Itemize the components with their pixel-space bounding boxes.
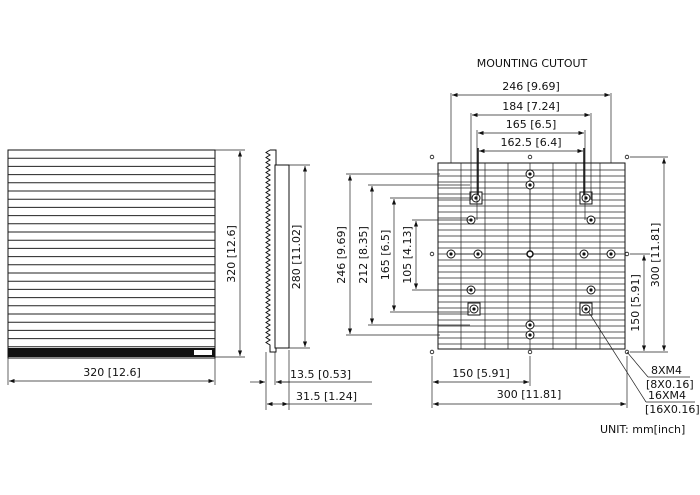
side-flange	[274, 164, 290, 349]
cutout-grille	[437, 162, 626, 350]
front-frame	[7, 149, 216, 359]
screw-hole-center	[528, 333, 532, 337]
screw-hole-center	[449, 252, 453, 256]
front-width-label: 320 [12.6]	[83, 366, 141, 379]
reference-dot	[527, 154, 533, 160]
front-height-label: 320 [12.6]	[225, 225, 238, 283]
right-dim-label-0: 300 [11.81]	[649, 223, 662, 288]
screw-hole-center	[528, 323, 532, 327]
reference-dot	[527, 349, 533, 355]
top-dim-label-3: 162.5 [6.4]	[500, 136, 561, 149]
screw-hole-center	[589, 218, 593, 222]
callout-8xm4-line1: 8XM4	[651, 364, 682, 377]
bottom-dim-label-1: 300 [11.81]	[497, 388, 562, 401]
side-louver-profile	[265, 149, 277, 353]
centre-hole-icon	[526, 250, 534, 258]
top-dim-label-0: 246 [9.69]	[502, 80, 560, 93]
screw-hole-center	[528, 172, 532, 176]
right-dim-label-1: 150 [5.91]	[629, 274, 642, 332]
screw-hole-center	[476, 252, 480, 256]
side-height-label: 280 [11.02]	[290, 225, 303, 290]
callout-8xm4-line2: [8X0.16]	[646, 378, 694, 391]
screw-hole-center	[589, 288, 593, 292]
screw-hole-center	[528, 183, 532, 187]
depth-a-label: 13.5 [0.53]	[290, 368, 351, 381]
reference-dot	[624, 154, 630, 160]
reference-dot	[429, 251, 435, 257]
top-dim-label-1: 184 [7.24]	[502, 100, 560, 113]
front-slats	[8, 157, 215, 348]
mounting-cutout-title: MOUNTING CUTOUT	[477, 57, 588, 70]
side-view: 280 [11.02] 13.5 [0.53] 31.5 [1.24]	[250, 149, 372, 410]
callout-16xm4-line1: 16XM4	[648, 389, 686, 402]
left-dim-label-2: 165 [6.5]	[379, 230, 392, 281]
screw-hole-center	[469, 288, 473, 292]
left-dim-label-3: 105 [4.13]	[401, 226, 414, 284]
screw-hole-center	[609, 252, 613, 256]
callout-leader-16xm4	[587, 310, 647, 403]
callout-16xm4-line2: [16X0.16]	[645, 403, 700, 416]
unit-note: UNIT: mm[inch]	[600, 423, 685, 436]
screw-hole-center	[472, 307, 476, 311]
callout-leader-8xm4	[626, 351, 649, 378]
left-dim-label-1: 212 [8.35]	[357, 226, 370, 284]
front-bottom-bar	[8, 348, 215, 357]
screw-hole-center	[469, 218, 473, 222]
top-dim-label-2: 165 [6.5]	[506, 118, 557, 131]
front-view: 320 [12.6] 320 [12.6]	[7, 149, 245, 385]
screw-hole-center	[582, 252, 586, 256]
reference-dot	[624, 251, 630, 257]
bottom-dim-label-0: 150 [5.91]	[452, 367, 510, 380]
depth-b-label: 31.5 [1.24]	[296, 390, 357, 403]
reference-dot	[429, 154, 435, 160]
cutout-view: 246 [9.69] 184 [7.24] 165 [6.5] 162.5 [6…	[335, 80, 700, 436]
reference-dot	[429, 349, 435, 355]
screw-hole-center	[584, 307, 588, 311]
left-dim-label-0: 246 [9.69]	[335, 226, 348, 284]
screw-holes	[446, 169, 616, 340]
front-bottom-slot	[194, 350, 212, 355]
